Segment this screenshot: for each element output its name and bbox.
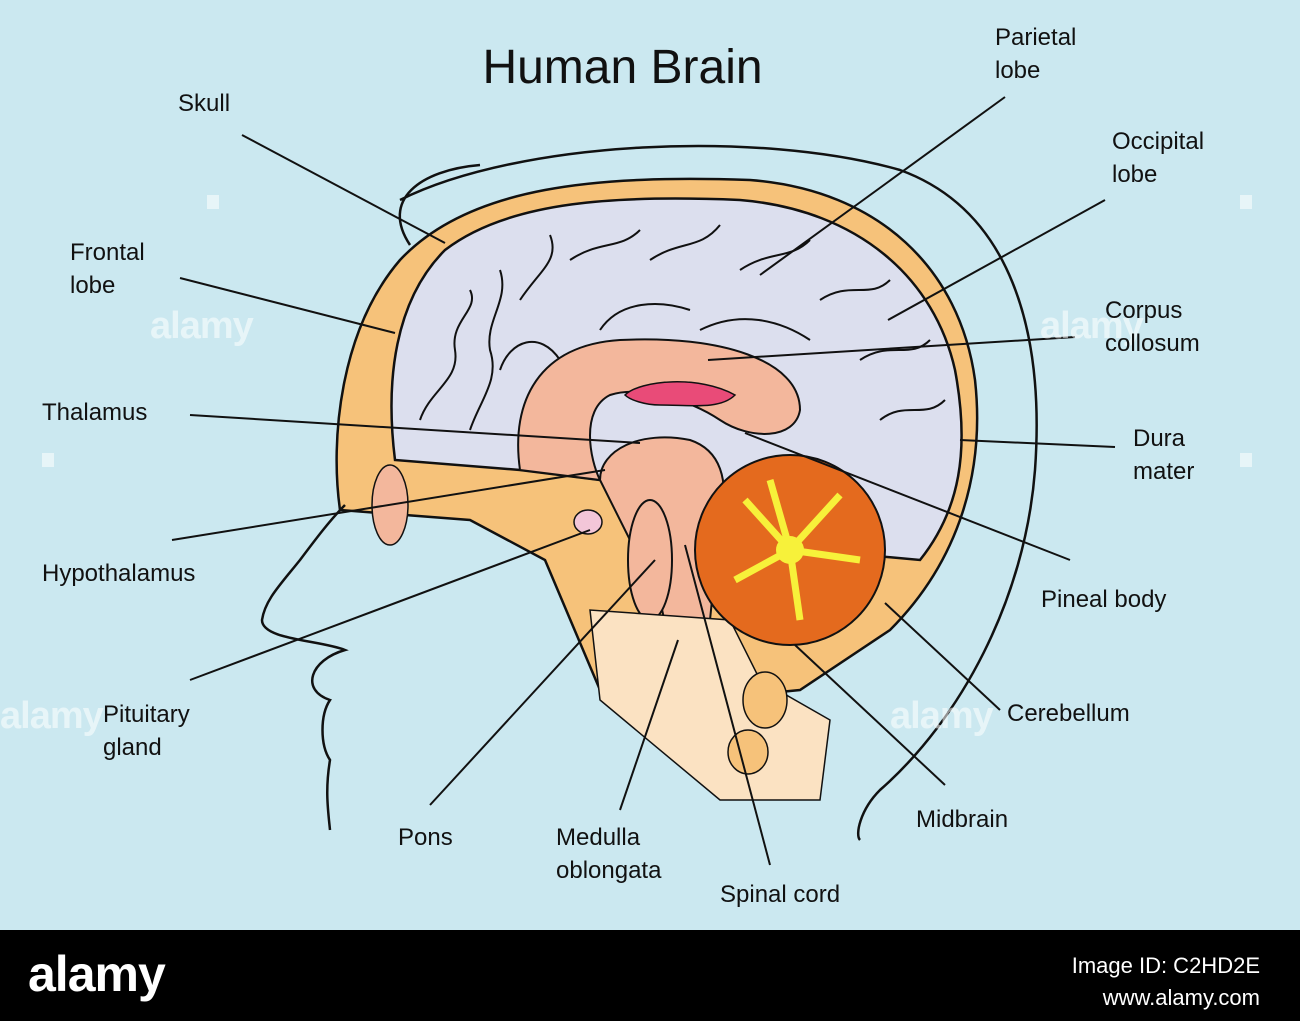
leader-midbrain: [794, 644, 946, 786]
fornix-shape: [623, 381, 737, 407]
label-parietal-lobe: Parietal lobe: [995, 24, 1077, 84]
pituitary-shape: [573, 509, 603, 535]
label-medulla-oblongata: Medulla oblongata: [556, 824, 662, 884]
site-url-text: www.alamy.com: [1102, 985, 1260, 1010]
leader-medulla: [619, 639, 679, 811]
hair-outline: [398, 163, 481, 246]
leader-lines: [171, 96, 1116, 866]
leader-parietal-lobe: [759, 96, 1006, 276]
cerebellum-core-center: [776, 536, 804, 564]
watermark-dot: [207, 195, 219, 209]
leader-hypothalamus: [171, 469, 606, 541]
label-hypothalamus: Hypothalamus: [42, 560, 196, 587]
brain-illustration: [171, 96, 1116, 866]
leader-thalamus: [189, 414, 641, 444]
watermark-4: alamy: [890, 695, 994, 737]
footer-bar: [0, 930, 1300, 1021]
image-id-text: Image ID: C2HD2E: [1071, 953, 1260, 978]
leader-skull: [241, 134, 446, 244]
pons-shape: [627, 499, 673, 621]
leader-occipital-lobe: [887, 199, 1106, 321]
corpus-callosum-shape: [517, 338, 802, 482]
label-dura-mater: Dura mater: [1133, 425, 1195, 485]
leader-cerebellum: [884, 602, 1001, 711]
leader-dura-mater: [959, 439, 1116, 448]
leader-corpus-collosum: [707, 336, 1076, 361]
watermark-1: alamy: [150, 305, 254, 347]
neck-tissue: [589, 609, 831, 801]
label-skull: Skull: [178, 90, 231, 117]
cerebellum-core: [733, 479, 861, 621]
diagram-title: Human Brain: [482, 41, 763, 94]
label-midbrain: Midbrain: [916, 806, 1009, 833]
label-cerebellum: Cerebellum: [1007, 700, 1130, 727]
footer-logo: alamy: [28, 946, 166, 1002]
label-pineal-body: Pineal body: [1041, 586, 1167, 613]
face-outline: [260, 504, 349, 831]
label-corpus-collosum: Corpus collosum: [1105, 297, 1200, 357]
label-pons: Pons: [398, 824, 453, 851]
watermark-dot: [1240, 195, 1252, 209]
watermark-dot: [42, 453, 54, 467]
label-occipital-lobe: Occipital lobe: [1112, 128, 1205, 188]
label-pituitary-gland: Pituitary gland: [103, 701, 190, 761]
label-frontal-lobe: Frontal lobe: [70, 239, 145, 299]
vertebra-1: [742, 671, 788, 729]
watermark-dot: [1240, 453, 1252, 467]
head-back-outline: [399, 144, 1038, 841]
leader-pituitary: [189, 529, 591, 681]
leader-pineal-body: [744, 432, 1071, 561]
footer-info: Image ID: C2HD2E www.alamy.com: [1072, 950, 1260, 1014]
label-spinal-cord: Spinal cord: [720, 881, 841, 908]
leader-frontal-lobe: [179, 277, 396, 334]
vertebra-2: [727, 729, 769, 775]
leader-pons: [429, 559, 656, 806]
watermark-2: alamy: [1040, 305, 1144, 347]
watermark-3: alamy: [0, 695, 104, 737]
leader-spinal-cord: [684, 544, 771, 866]
label-thalamus: Thalamus: [42, 399, 148, 426]
